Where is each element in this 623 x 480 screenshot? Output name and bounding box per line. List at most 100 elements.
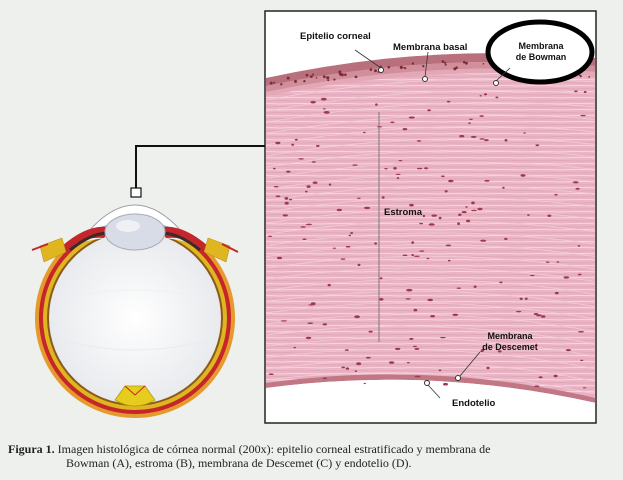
endothelium-layer — [266, 379, 595, 422]
descemet-layer — [266, 374, 595, 403]
stroma-fiber — [266, 279, 595, 295]
stroma-nucleus — [553, 374, 558, 378]
stroma-nucleus — [311, 161, 316, 163]
stroma-nucleus — [426, 257, 430, 260]
stroma-nucleus — [350, 232, 353, 234]
stroma-nucleus — [393, 167, 397, 170]
stroma-nucleus — [554, 291, 559, 295]
stroma-nucleus — [461, 211, 467, 214]
stroma-fiber — [266, 244, 595, 258]
stroma-nucleus — [272, 167, 276, 170]
stroma-nucleus — [480, 239, 487, 242]
epithelium-cell — [374, 69, 377, 73]
stroma-nucleus — [416, 167, 423, 170]
label-membrana-bowman: Membrana de Bowman — [508, 41, 574, 63]
stroma-nucleus — [534, 385, 540, 388]
stroma-nucleus — [556, 261, 560, 263]
epithelium-cell — [315, 77, 318, 79]
epithelium-cell — [463, 60, 466, 64]
stroma-nucleus — [411, 253, 414, 257]
stroma-nucleus — [322, 377, 327, 380]
stroma-fiber — [266, 185, 595, 202]
label-epitelio-corneal: Epitelio corneal — [300, 31, 371, 42]
stroma-nucleus — [298, 158, 304, 160]
epithelium-cell — [443, 61, 446, 64]
stroma-nucleus — [473, 285, 477, 288]
stroma-nucleus — [575, 187, 580, 190]
epithelium-cell — [369, 68, 373, 71]
eyeball-illustration — [31, 204, 239, 418]
label-descemet-line1: Membrana — [487, 331, 533, 341]
epithelium-cell — [280, 83, 283, 86]
stroma-nucleus — [431, 214, 438, 217]
epithelium-cell — [310, 75, 313, 78]
stroma-nucleus — [336, 208, 342, 212]
stroma-nucleus — [348, 234, 352, 237]
stroma-nucleus — [379, 277, 383, 280]
stroma-nucleus — [312, 181, 318, 184]
epithelium-cell — [286, 76, 290, 80]
stroma-nucleus — [332, 247, 337, 249]
stroma-fiber — [266, 114, 595, 134]
stroma-nucleus — [540, 315, 546, 318]
stroma-nucleus — [412, 345, 417, 348]
stroma-nucleus — [268, 373, 274, 376]
histology-panel — [264, 10, 597, 424]
stroma-nucleus — [398, 160, 403, 162]
stroma-nucleus — [291, 143, 295, 146]
label-endotelio: Endotelio — [452, 398, 496, 409]
stroma-nucleus — [310, 100, 316, 104]
bowman-highlight-circle — [485, 19, 595, 85]
stroma-nucleus — [422, 214, 426, 218]
epithelium-cell — [294, 79, 297, 83]
stroma-nucleus — [316, 144, 320, 147]
epithelium-cell — [269, 81, 273, 85]
stroma-nucleus — [284, 201, 289, 205]
label-descemet-line2: de Descemet — [482, 342, 538, 352]
stroma-nucleus — [322, 323, 328, 326]
stroma-nucleus — [443, 382, 448, 386]
stroma-nucleus — [497, 350, 502, 353]
stroma-nucleus — [445, 244, 452, 247]
epithelium-cell — [422, 65, 425, 68]
stroma-fiber — [266, 173, 595, 190]
stroma-nucleus — [300, 226, 306, 228]
epithelium-cell — [441, 60, 445, 63]
stroma-nucleus — [447, 259, 451, 262]
stroma-nucleus — [580, 114, 586, 117]
stroma-nucleus — [438, 369, 442, 372]
stroma-nucleus — [580, 359, 584, 362]
stroma-nucleus — [345, 245, 351, 248]
stroma-nucleus — [448, 179, 454, 183]
stroma-fiber — [266, 302, 595, 320]
stroma-nucleus — [354, 315, 360, 319]
stroma-nucleus — [504, 139, 508, 142]
stroma-fiber — [266, 137, 595, 157]
stroma-nucleus — [293, 346, 297, 349]
epithelium-cell — [404, 67, 407, 70]
stroma-nucleus — [523, 132, 527, 134]
epithelium-cell — [340, 73, 344, 77]
stroma-nucleus — [395, 347, 401, 351]
stroma-fiber — [266, 126, 595, 146]
stroma-nucleus — [577, 245, 581, 247]
stroma-nucleus — [354, 370, 358, 372]
stroma-nucleus — [538, 376, 543, 379]
epithelium-cell — [322, 75, 326, 79]
stroma-nucleus — [471, 209, 477, 212]
stroma-nucleus — [395, 173, 401, 175]
stroma-fiber — [266, 220, 595, 235]
stroma-nucleus — [444, 190, 448, 193]
lens — [104, 213, 166, 251]
stroma-nucleus — [479, 138, 485, 140]
stroma-nucleus — [480, 350, 484, 353]
stroma-nucleus — [479, 95, 482, 97]
stroma-nucleus — [282, 214, 288, 217]
stroma-nucleus — [320, 97, 327, 101]
epithelium-cell — [344, 73, 347, 76]
stroma-nucleus — [368, 330, 373, 333]
stroma-nucleus — [305, 223, 312, 226]
stroma-nucleus — [419, 222, 424, 225]
stroma-nucleus — [413, 255, 420, 257]
stroma-nucleus — [483, 93, 488, 96]
